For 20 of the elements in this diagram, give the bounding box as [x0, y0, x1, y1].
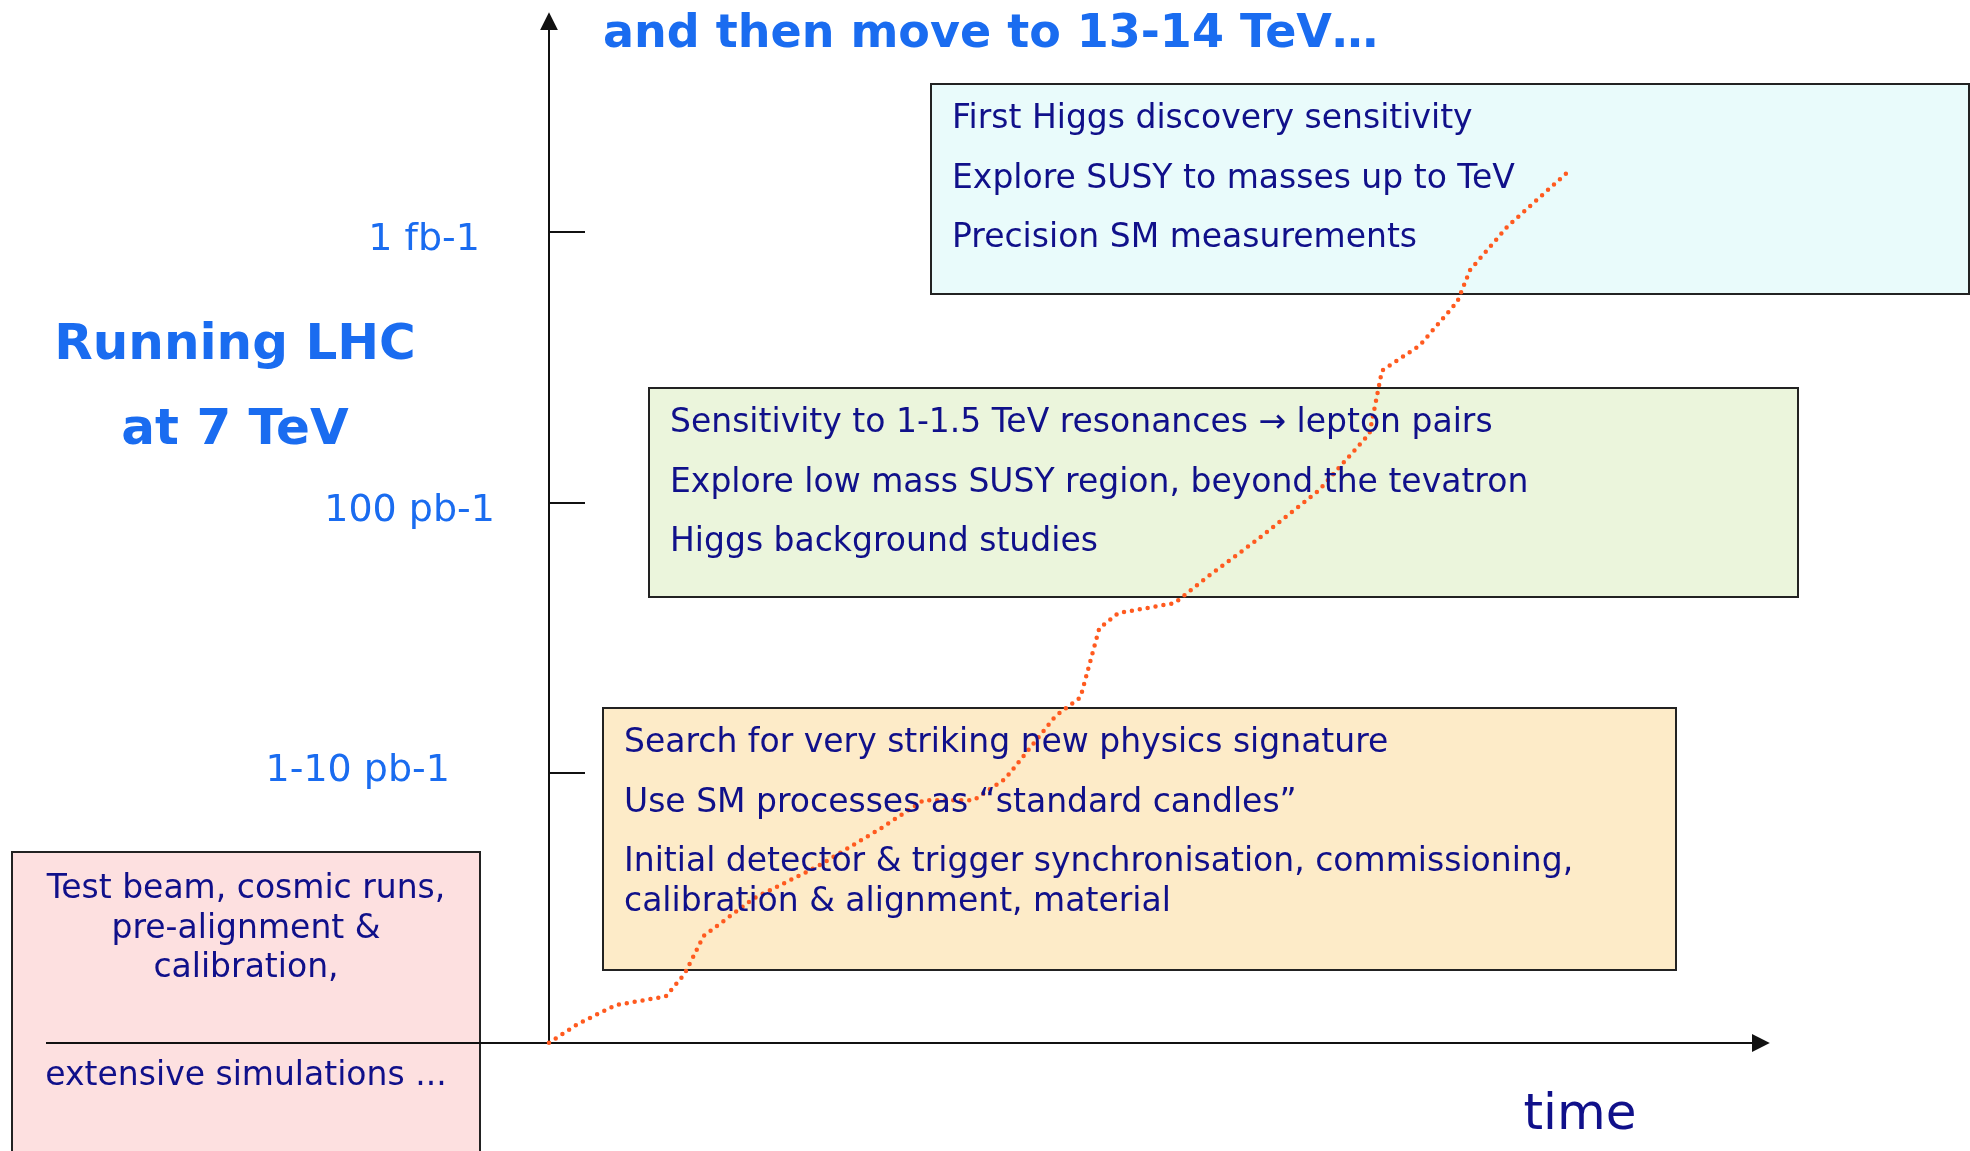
tick-label: 100 pb-1 [323, 485, 495, 532]
box-text: Higgs background studies [670, 520, 1099, 560]
box-text: extensive simulations ... [44, 1053, 448, 1094]
title: and then move to 13-14 TeV… [603, 4, 1378, 58]
box-text: Explore low mass SUSY region, beyond the tevatron [670, 460, 1530, 501]
box-text: First Higgs discovery sensitivity [952, 97, 1474, 137]
box-text: Search for very striking new physics signature [624, 721, 1390, 761]
axis-heading: Running LHC at 7 TeV [53, 312, 417, 458]
text-box [930, 83, 1970, 295]
text-box [11, 851, 481, 1151]
tick-label: 1-10 pb-1 [264, 745, 450, 792]
box-text: Explore SUSY to masses up to TeV [952, 156, 1516, 197]
tick-label: 1 fb-1 [367, 214, 480, 261]
box-text: Precision SM measurements [952, 216, 1419, 256]
box-text: Use SM processes as “standard candles” [624, 780, 1298, 821]
text-box [602, 707, 1677, 971]
text-box [648, 387, 1799, 598]
box-text: Test beam, cosmic runs, pre-alignment & calibration, [45, 867, 447, 986]
axis-label: time [1522, 1082, 1638, 1143]
box-text: Sensitivity to 1-1.5 TeV resonances → lepton pairs [670, 401, 1494, 441]
